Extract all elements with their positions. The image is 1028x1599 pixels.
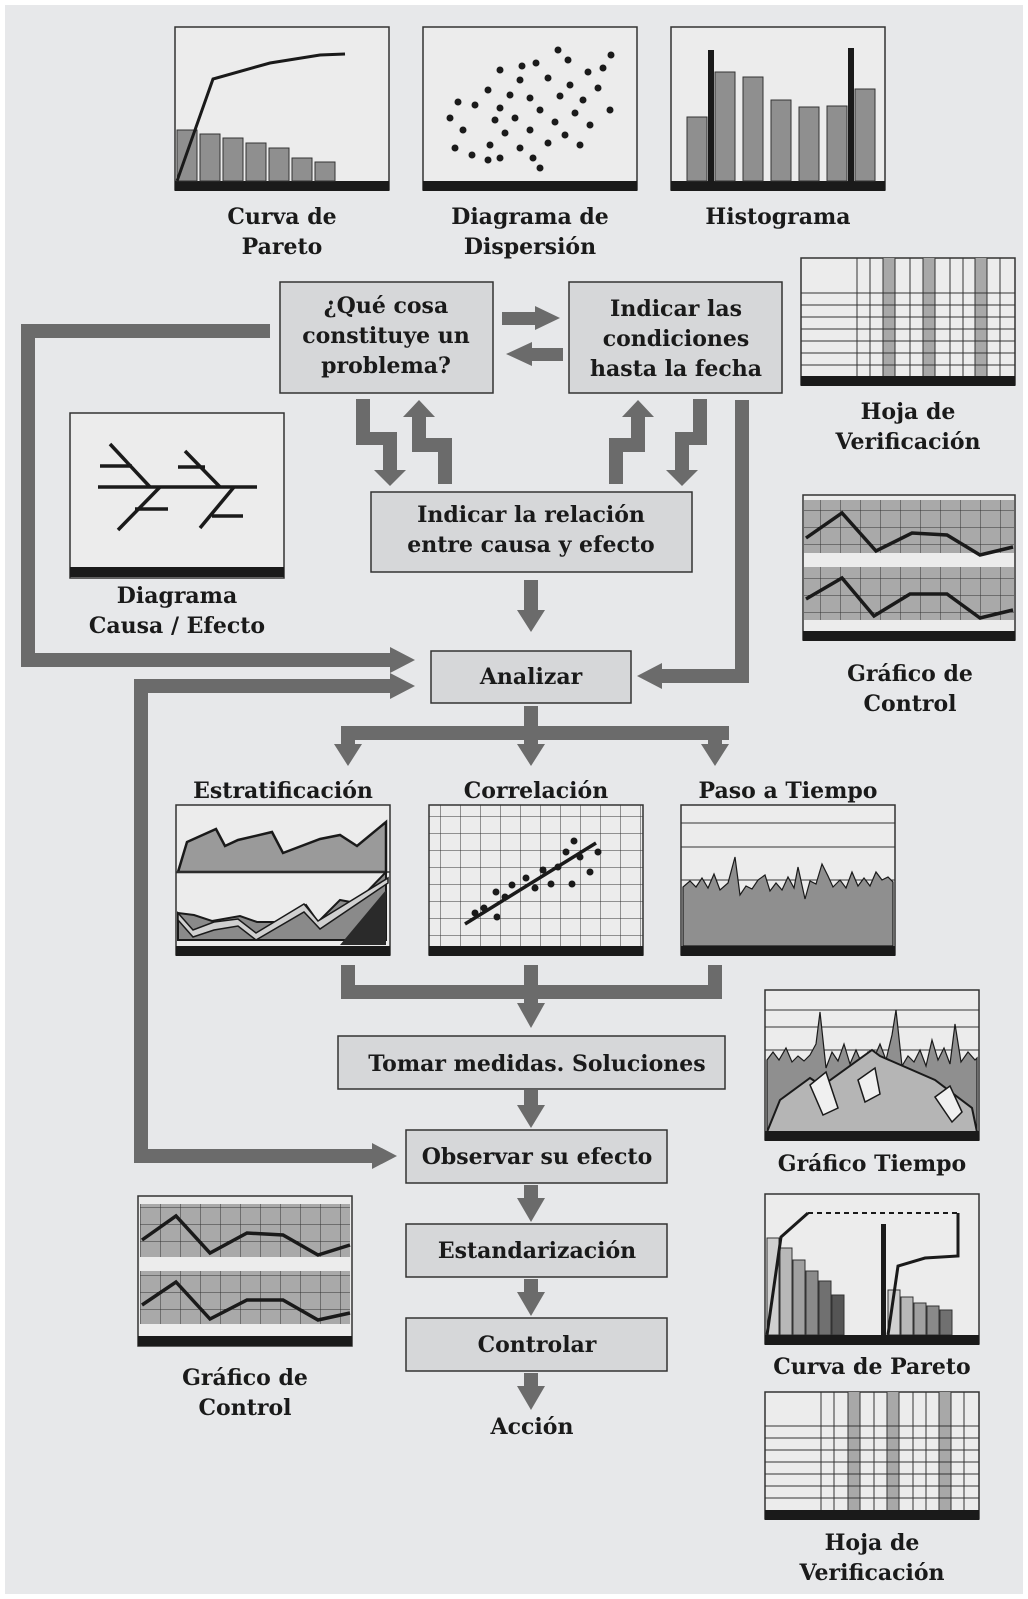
step-problem-line-1: ¿Qué cosa [324,293,448,319]
cause-effect-label-1: Diagrama [117,583,237,609]
step-observe-label: Observar su efecto [422,1144,653,1170]
control-chart-left-label-2: Control [199,1395,292,1421]
step-problem-line-3: problema? [321,353,451,379]
control-chart-left-label-1: Gráfico de [182,1365,308,1391]
scatter-label-2: Dispersión [464,234,596,260]
step-control-box [405,1317,668,1372]
check-sheet-icon [800,257,1016,386]
step-conditions-box [568,281,783,394]
check-sheet-top-label-2: Verificación [834,429,980,455]
step-analyze-label: Analizar [479,664,583,690]
step-conditions-line-1: Indicar las [610,296,742,322]
step-measures-label: Tomar medidas. Soluciones [368,1051,705,1077]
step-observe-box [405,1129,668,1184]
step-action-label: Acción [490,1414,574,1440]
step-relation-line-1: Indicar la relación [417,502,645,528]
scatter-diagram-icon [422,26,638,191]
step-problem-line-2: constituye un [302,323,470,349]
stratification-chart-icon [175,804,391,956]
control-chart-left-icon [137,1195,353,1347]
pareto-bottom-label: Curva de Pareto [773,1354,970,1380]
histogram-label: Histograma [705,204,850,230]
correlation-label: Correlación [464,778,608,804]
check-sheet-bottom-icon [764,1391,980,1520]
step-relation-line-2: entre causa y efecto [407,532,654,558]
control-chart-right-label-2: Control [864,691,957,717]
flow-arrows [21,306,749,1410]
time-step-label: Paso a Tiempo [699,778,878,804]
pareto-top-label-2: Pareto [242,234,323,260]
step-measures-box [337,1035,726,1090]
check-sheet-top-label-1: Hoja de [861,399,956,425]
fishbone-diagram-icon [69,412,285,579]
pareto-chart-icon [174,26,390,191]
correlation-chart-icon [428,804,644,956]
step-analyze-box [430,650,632,704]
time-chart-icon [764,989,980,1141]
step-conditions-line-2: condiciones [603,326,750,352]
cause-effect-label-2: Causa / Efecto [89,613,265,639]
check-sheet-bottom-label-1: Hoja de [825,1530,920,1556]
time-step-chart-icon [680,804,896,956]
time-chart-label: Gráfico Tiempo [778,1151,966,1177]
step-control-label: Controlar [478,1332,597,1358]
step-problem-box [279,281,494,394]
scatter-label-1: Diagrama de [451,204,609,230]
check-sheet-bottom-label-2: Verificación [798,1560,944,1586]
histogram-icon [670,26,886,191]
control-chart-icon [802,494,1016,641]
step-standardize-label: Estandarización [438,1238,636,1264]
control-chart-right-label-1: Gráfico de [847,661,973,687]
step-conditions-line-3: hasta la fecha [590,356,762,382]
step-standardize-box [405,1223,668,1278]
pareto-chart-bottom-icon [764,1193,980,1345]
step-relation-box [370,491,693,573]
pareto-top-label-1: Curva de [227,204,336,230]
stratification-label: Estratificación [193,778,373,804]
